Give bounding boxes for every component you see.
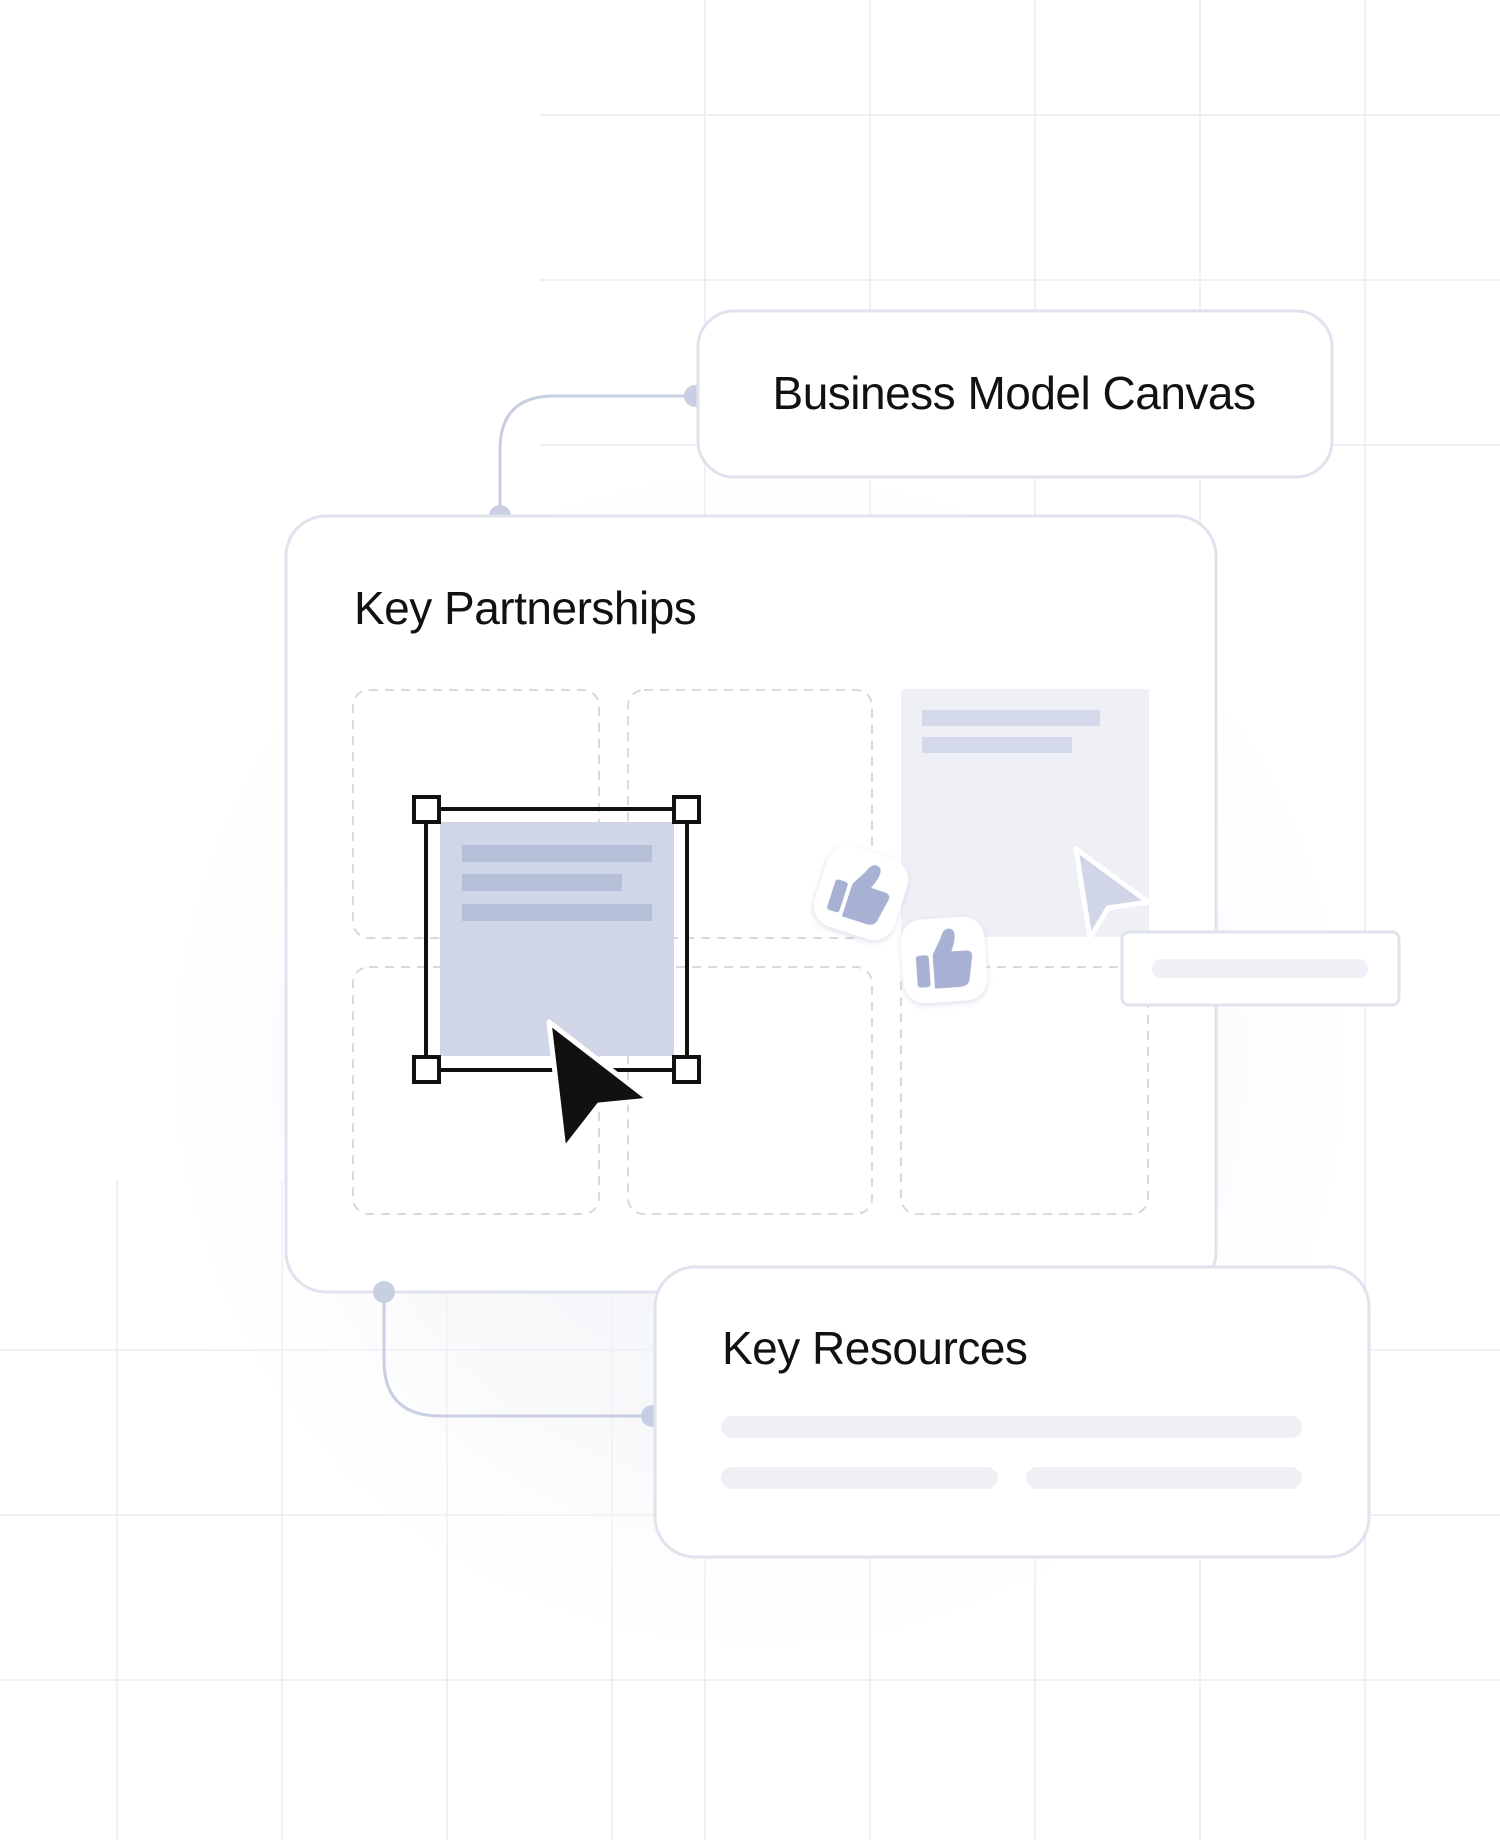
grid-cell[interactable] [627,689,873,939]
business-model-canvas-title: Business Model Canvas [773,367,1256,419]
connector-bottom [382,1292,652,1418]
cursor-arrow-icon [546,1019,653,1153]
key-resources-card[interactable]: Key Resources [653,1265,1371,1559]
resize-handle[interactable] [412,795,441,824]
key-partnerships-card[interactable]: Key Partnerships [284,514,1218,1294]
connector-top [498,394,695,516]
connector-dot [373,1281,395,1303]
key-partnerships-title: Key Partnerships [354,582,696,634]
key-resources-title: Key Resources [722,1322,1027,1374]
sticky-note[interactable] [901,689,1149,937]
business-model-canvas-card[interactable]: Business Model Canvas [696,309,1334,479]
text-placeholder-line [721,1467,998,1489]
text-placeholder-line [1026,1467,1302,1489]
text-placeholder-line [721,1416,1302,1438]
thumbs-up-icon[interactable] [899,915,989,1005]
resize-handle[interactable] [672,1055,701,1084]
cursor-arrow-icon [1073,846,1151,941]
resize-handle[interactable] [672,795,701,824]
thumbs-up-icon[interactable] [808,840,914,946]
selected-sticky-note[interactable] [440,822,674,1056]
comment-box[interactable] [1120,930,1401,1007]
resize-handle[interactable] [412,1055,441,1084]
